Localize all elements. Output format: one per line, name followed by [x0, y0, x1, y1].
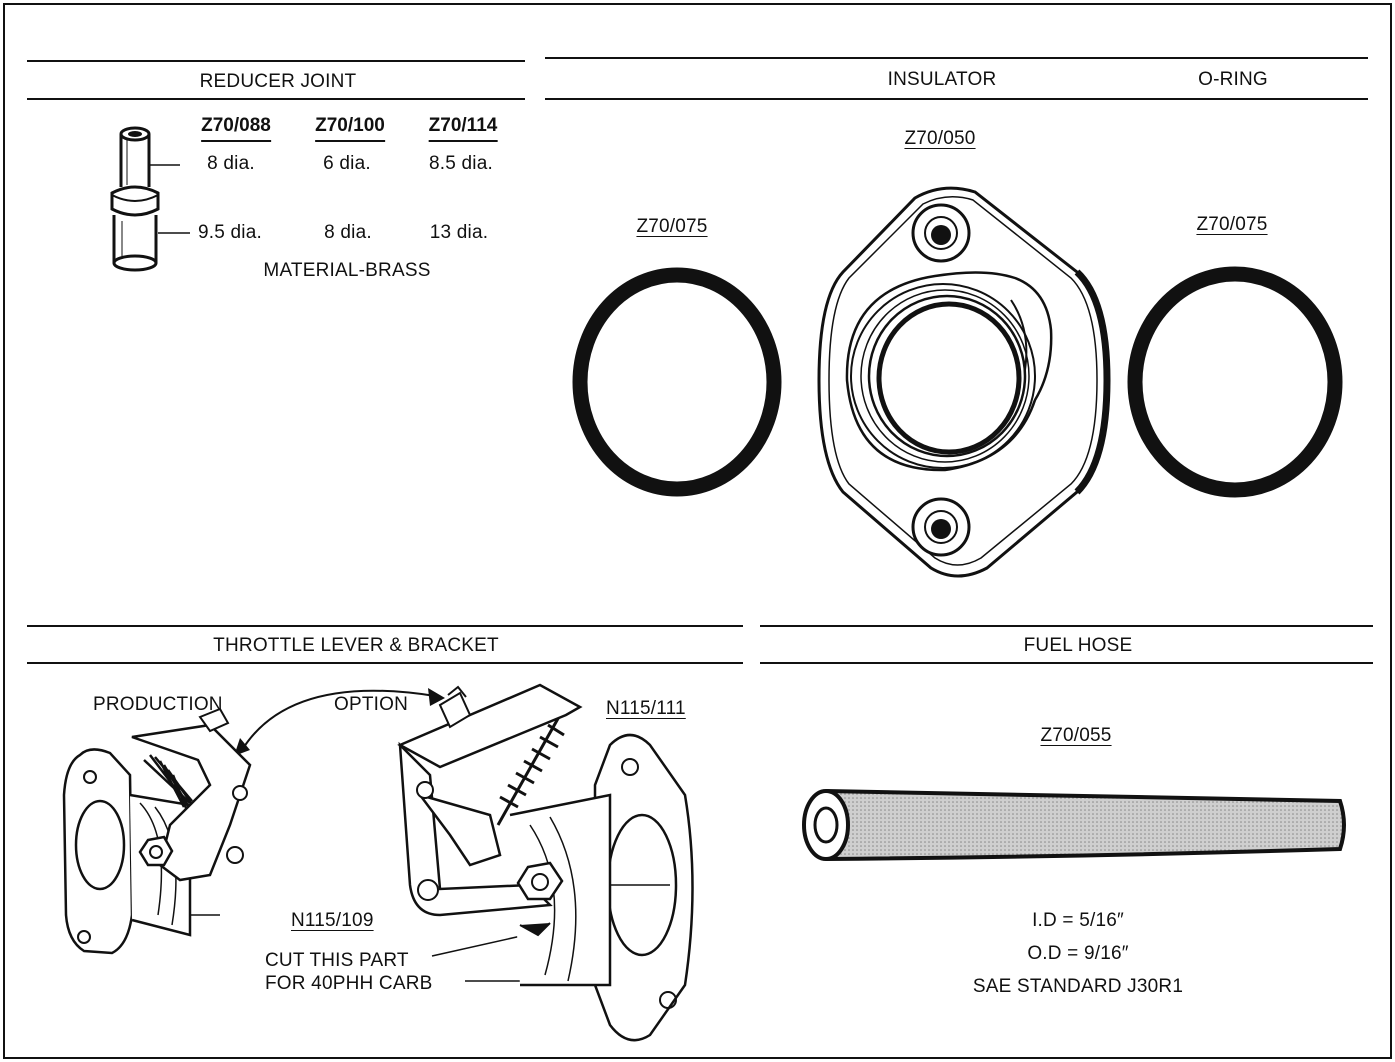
o-ring-left-part-number: Z70/075	[636, 216, 708, 237]
fuel-header-top-rule	[760, 625, 1373, 627]
cut-note-leader-lower	[465, 980, 523, 982]
small-dia-100: 6 dia.	[323, 153, 371, 174]
cut-note-line1: CUT THIS PART	[265, 950, 409, 971]
insulator-header-top-rule	[545, 57, 1368, 59]
o-ring-left-drawing	[572, 267, 782, 497]
small-dia-088: 8 dia.	[207, 153, 255, 174]
throttle-header-bottom-rule	[27, 662, 743, 664]
o-ring-right-drawing	[1127, 266, 1343, 498]
insulator-header-bottom-rule	[545, 98, 1368, 100]
large-dia-088: 9.5 dia.	[198, 222, 262, 243]
material-label: MATERIAL-BRASS	[263, 260, 431, 281]
bracket-part-number: N115/109	[291, 910, 374, 931]
production-label: PRODUCTION	[93, 694, 223, 715]
reducer-joint-title: REDUCER JOINT	[199, 71, 357, 92]
insulator-drawing	[817, 186, 1111, 578]
option-part-number: N115/111	[606, 698, 686, 719]
production-carb-drawing	[62, 707, 252, 955]
option-carb-drawing	[397, 683, 694, 1042]
cut-note-line2: FOR 40PHH CARB	[265, 973, 433, 994]
throttle-header-top-rule	[27, 625, 743, 627]
o-ring-title: O-RING	[1198, 69, 1268, 90]
fuel-hose-id-spec: I.D = 5/16″	[1032, 910, 1124, 931]
cut-note-leader	[431, 933, 531, 957]
insulator-title: INSULATOR	[887, 69, 997, 90]
reducer-header-bottom-rule	[27, 98, 525, 100]
fuel-hose-title: FUEL HOSE	[1023, 635, 1133, 656]
fuel-header-bottom-rule	[760, 662, 1373, 664]
reducer-part-100: Z70/100	[315, 115, 385, 142]
fuel-hose-standard: SAE STANDARD J30R1	[972, 976, 1184, 997]
fuel-hose-od-spec: O.D = 9/16″	[1027, 943, 1129, 964]
reducer-header-top-rule	[27, 60, 525, 62]
page-frame	[3, 3, 1392, 1059]
throttle-title: THROTTLE LEVER & BRACKET	[213, 635, 499, 656]
option-label: OPTION	[334, 694, 409, 715]
fuel-hose-part-number: Z70/055	[1040, 725, 1112, 746]
reducer-part-088: Z70/088	[201, 115, 271, 142]
large-dia-114: 13 dia.	[429, 222, 489, 243]
large-dia-100: 8 dia.	[324, 222, 372, 243]
small-dia-114: 8.5 dia.	[429, 153, 493, 174]
reducer-part-114: Z70/114	[428, 115, 498, 142]
reducer-joint-drawing	[110, 126, 190, 272]
o-ring-right-part-number: Z70/075	[1196, 214, 1268, 235]
insulator-part-number: Z70/050	[904, 128, 976, 149]
fuel-hose-drawing	[802, 789, 1346, 861]
